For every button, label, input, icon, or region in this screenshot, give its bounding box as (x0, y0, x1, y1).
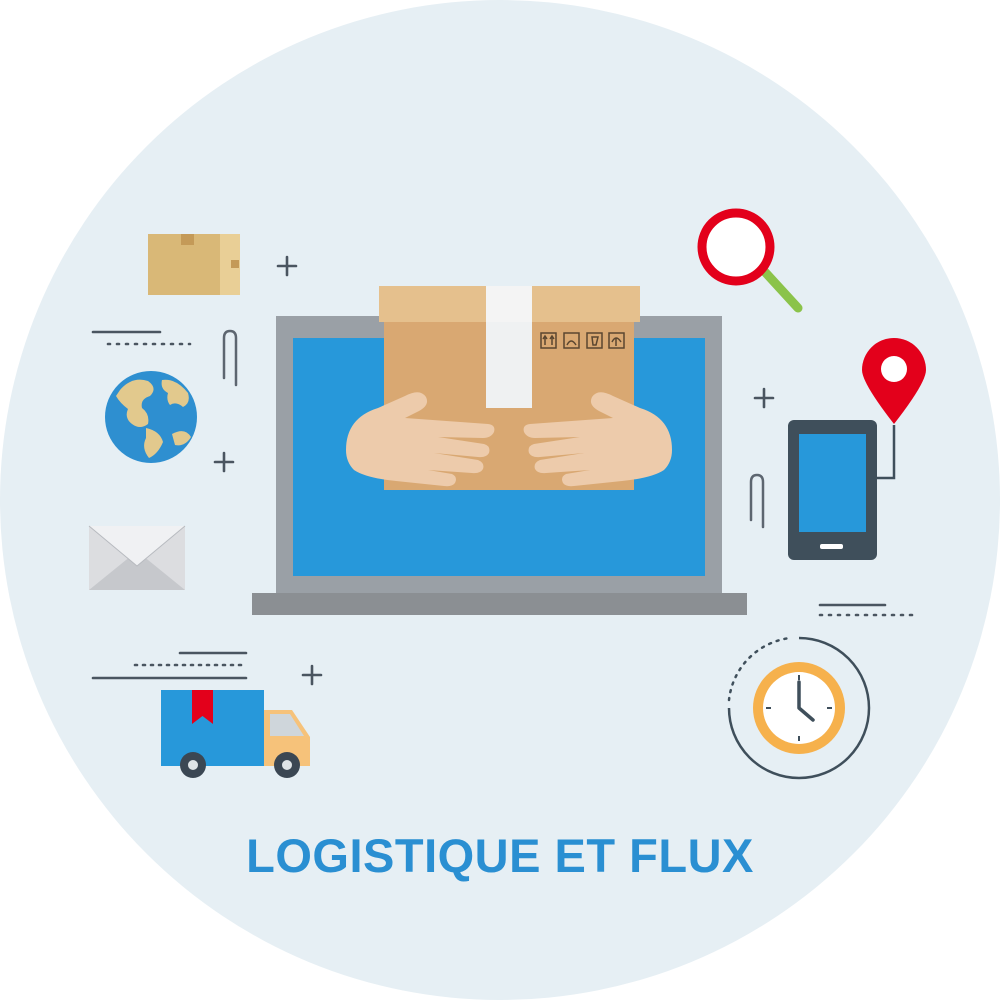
location-pin-icon (862, 338, 926, 480)
small-box-icon (148, 234, 240, 295)
smartphone-icon (788, 420, 877, 560)
handling-symbols-icon (540, 332, 625, 349)
paperclip-icon (222, 329, 765, 529)
globe-icon (105, 371, 197, 463)
plus-icon (213, 255, 775, 686)
caption-title: LOGISTIQUE ET FLUX (246, 829, 754, 882)
clock-icon (727, 636, 871, 780)
envelope-icon (88, 525, 186, 590)
speed-lines (91, 330, 920, 680)
delivery-truck-icon (161, 690, 310, 778)
hands-icon (346, 392, 672, 487)
magnifier-icon (697, 208, 803, 313)
